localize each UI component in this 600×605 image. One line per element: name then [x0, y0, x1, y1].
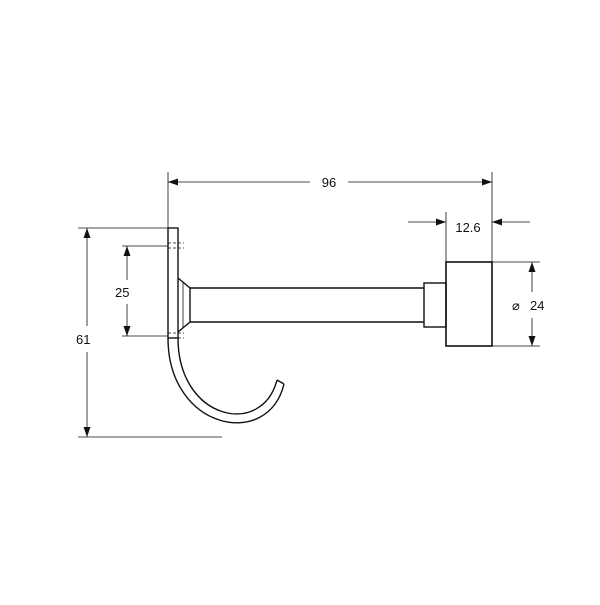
- dimension-knob-thickness: 12.6: [408, 212, 530, 262]
- end-knob: [445, 261, 493, 347]
- collar: [423, 282, 447, 328]
- dimension-overall-length: 96: [167, 172, 493, 262]
- conical-base: [177, 277, 191, 333]
- dimension-label-diameter: 24: [530, 298, 544, 313]
- dimension-label-length: 96: [322, 175, 336, 190]
- dimension-knob-diameter: ⌀ 24: [492, 261, 544, 347]
- wall-plate: [167, 227, 179, 339]
- dimension-label-height: 61: [76, 332, 90, 347]
- hook-body: [167, 227, 493, 424]
- lower-hook-tip: [276, 379, 285, 385]
- diameter-symbol: ⌀: [512, 298, 520, 313]
- dimension-label-spacing: 25: [115, 285, 129, 300]
- dimension-overall-height: 61: [76, 227, 222, 438]
- lower-hook-inner: [177, 337, 278, 415]
- dimension-label-thickness: 12.6: [455, 220, 480, 235]
- dimension-hole-spacing: 25: [115, 245, 168, 337]
- lower-hook-outer: [167, 337, 285, 424]
